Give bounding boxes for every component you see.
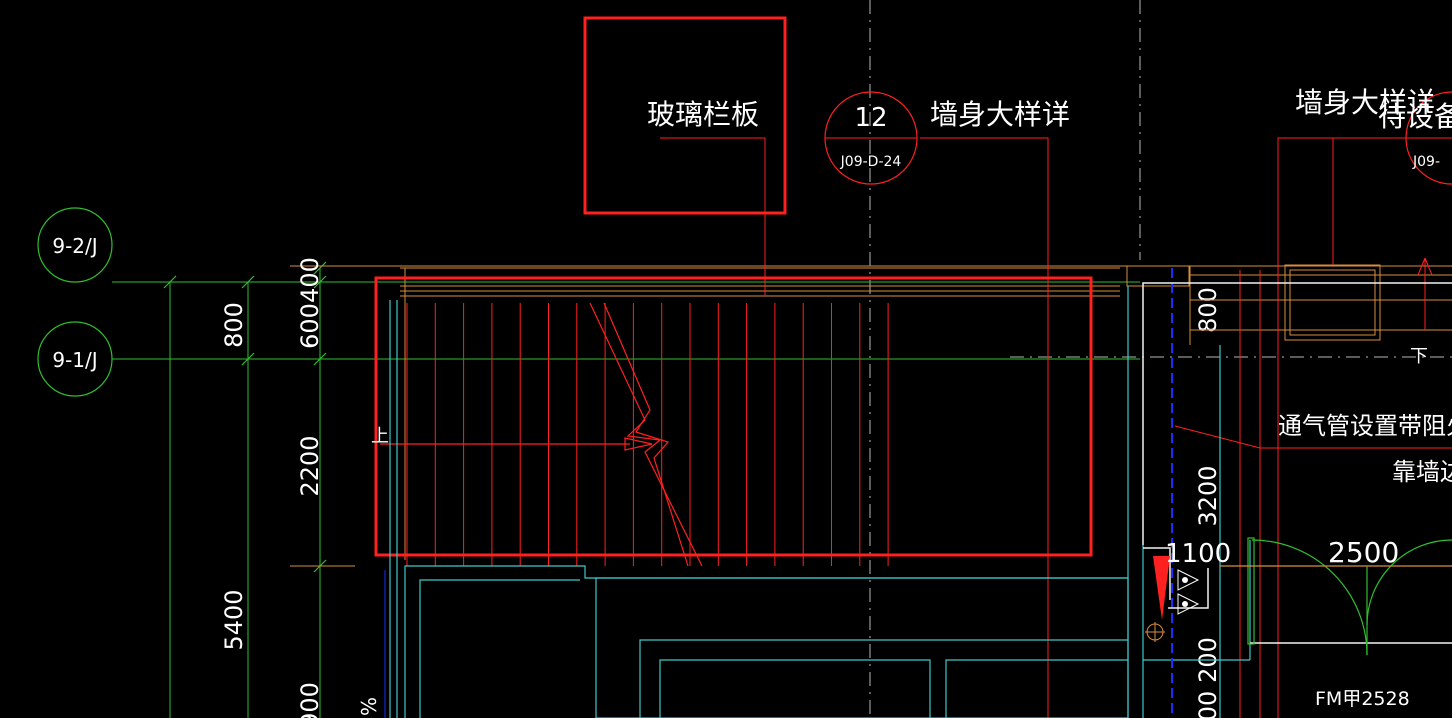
door-tag: FM甲2528 — [1315, 688, 1410, 710]
dim-00: 00 — [1194, 691, 1222, 718]
room-outline-white — [1142, 282, 1452, 644]
vertical-dimensions: 400 600 800 2200 5400 900 800 3200 200 0… — [220, 257, 1222, 718]
stair-up-label: 上 — [371, 426, 389, 447]
center-lines — [869, 0, 1452, 718]
equipment-overlap-label: 待设备安 — [1378, 100, 1452, 133]
stair-treads — [406, 303, 889, 566]
dim-3200: 3200 — [1194, 465, 1222, 526]
highlight-box-glass-rail — [583, 16, 787, 215]
leader-lines — [660, 137, 1452, 718]
axis-lines — [112, 268, 1140, 718]
axis-label-9-2: 9-2/J — [52, 234, 97, 258]
vent-note: 通气管设置带阻火 — [1278, 412, 1452, 440]
axis-bubble-9-1: 9-1/J — [37, 321, 113, 397]
wall-detail-label-1: 墙身大样详 — [930, 98, 1070, 131]
dimension-extension-lines — [290, 265, 1452, 567]
door-swing — [1220, 537, 1452, 656]
blue-center-lines — [384, 268, 1173, 718]
dim-2200: 2200 — [296, 435, 324, 496]
percent-mark: % — [357, 697, 381, 716]
detail-ref-2: J09- — [1412, 154, 1440, 170]
axis-bubble-9-2: 9-2/J — [37, 207, 113, 283]
detail-bubble-right: J09- — [1405, 91, 1452, 185]
dim-900: 900 — [296, 682, 324, 718]
detail-ref: J09-D-24 — [840, 154, 902, 170]
highlight-box-stair — [374, 276, 1093, 557]
dim-800-left: 800 — [220, 302, 248, 348]
dim-800-right: 800 — [1194, 287, 1222, 333]
detail-number: 12 — [854, 103, 887, 133]
rail-lines — [400, 264, 1452, 560]
wall-detail-label-2: 墙身大样详 — [1295, 86, 1435, 119]
dim-5400: 5400 — [220, 589, 248, 650]
dim-1100: 1100 — [1165, 539, 1231, 569]
axis-label-9-1: 9-1/J — [52, 348, 97, 372]
equipment-symbols — [1145, 556, 1200, 642]
walls-cyan — [389, 286, 1251, 718]
stair-down-label: 下 — [1410, 346, 1428, 367]
wall-side-note: 靠墙边 — [1392, 458, 1452, 486]
glass-rail-label: 玻璃栏板 — [647, 98, 759, 131]
detail-bubble-12: 12 J09-D-24 — [824, 91, 918, 185]
dim-2500: 2500 — [1328, 536, 1399, 569]
stair-break-line — [380, 302, 703, 567]
dim-400: 400 — [296, 257, 324, 303]
dim-600: 600 — [296, 303, 324, 349]
